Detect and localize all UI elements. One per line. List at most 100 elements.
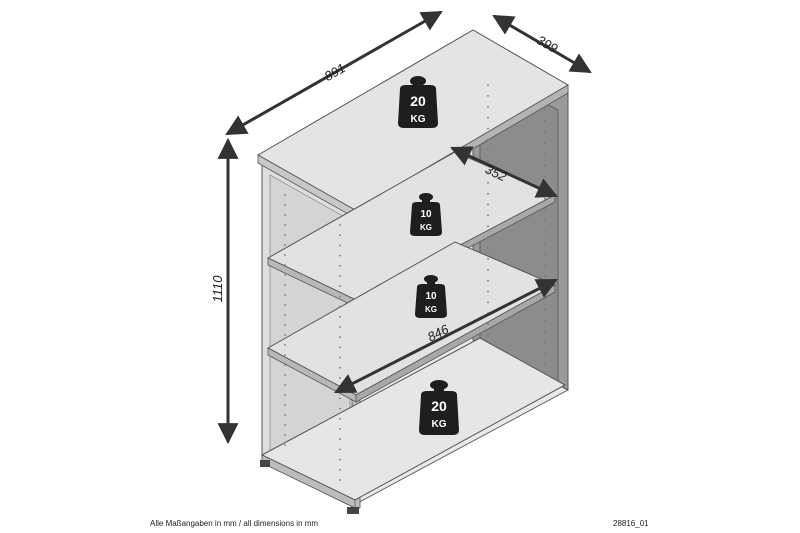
pin-hole — [284, 214, 286, 216]
foot-front — [347, 507, 359, 514]
pin-hole — [487, 334, 489, 336]
pin-hole — [339, 326, 341, 328]
pin-hole — [339, 397, 341, 400]
pin-hole — [284, 314, 286, 316]
pin-hole — [544, 219, 546, 222]
pin-hole — [339, 285, 341, 288]
pin-hole — [284, 364, 286, 366]
pin-hole — [339, 448, 341, 451]
pin-hole — [339, 275, 341, 277]
pin-hole — [339, 295, 341, 298]
pin-hole — [487, 149, 489, 152]
pin-hole — [487, 236, 489, 239]
footer-code: 28816_01 — [613, 519, 649, 528]
pin-hole — [284, 294, 286, 296]
pin-hole — [544, 142, 546, 145]
footer-note: Alle Maßangaben in mm / all dimensions i… — [150, 519, 319, 528]
weight-shelf-middle-unit: KG — [425, 305, 437, 314]
pin-hole — [284, 334, 286, 336]
pin-hole — [487, 84, 489, 86]
weight-top-unit: KG — [411, 114, 426, 125]
width-arrow — [225, 10, 443, 136]
pin-hole — [284, 224, 286, 226]
pin-hole — [339, 356, 341, 359]
weight-bottom-icon: 20 KG — [419, 380, 459, 435]
pin-hole — [544, 208, 546, 211]
width-label: 891 — [322, 60, 348, 84]
pin-hole — [284, 304, 286, 306]
pin-hole — [339, 315, 341, 318]
pin-hole — [487, 290, 489, 293]
pin-hole — [487, 105, 489, 108]
pin-hole — [544, 197, 546, 200]
pin-hole — [544, 297, 546, 300]
pin-hole — [339, 428, 341, 430]
pin-hole — [544, 319, 546, 322]
pin-hole — [339, 254, 341, 257]
pin-hole — [487, 323, 489, 326]
pin-hole — [284, 424, 286, 426]
weight-bottom-unit: KG — [432, 419, 447, 430]
pin-hole — [339, 438, 341, 441]
pin-hole — [487, 279, 489, 282]
shelf-depth-arrow — [450, 146, 558, 198]
pin-hole — [339, 407, 341, 410]
foot-left — [260, 460, 270, 467]
pin-hole — [339, 234, 341, 237]
pin-hole — [339, 305, 341, 308]
pin-hole — [284, 284, 286, 286]
pin-hole — [339, 346, 341, 349]
pin-hole — [284, 194, 286, 196]
pin-hole — [544, 164, 546, 167]
pin-hole — [284, 254, 286, 256]
pin-hole — [544, 153, 546, 156]
pin-hole — [544, 264, 546, 267]
pin-hole — [544, 120, 546, 122]
pin-hole — [544, 109, 546, 111]
pin-hole — [544, 330, 546, 333]
pin-hole — [339, 377, 341, 379]
weight-shelf-upper-icon: 10 KG — [410, 193, 442, 236]
pin-hole — [544, 364, 546, 366]
pin-hole — [284, 444, 286, 446]
pin-hole — [284, 234, 286, 236]
pin-hole — [284, 354, 286, 356]
weight-top-value: 20 — [410, 93, 426, 109]
pin-hole — [284, 274, 286, 276]
pin-hole — [339, 244, 341, 247]
pin-hole — [339, 336, 341, 339]
pin-hole — [284, 344, 286, 346]
pin-hole — [487, 268, 489, 271]
pin-hole — [544, 175, 546, 178]
pin-hole — [284, 404, 286, 406]
pin-hole — [487, 116, 489, 119]
weight-shelf-upper-unit: KG — [420, 223, 432, 232]
pin-hole — [339, 468, 341, 471]
pin-hole — [284, 244, 286, 246]
pin-hole — [284, 324, 286, 326]
pin-hole — [487, 192, 489, 195]
pin-hole — [284, 264, 286, 266]
pin-hole — [339, 264, 341, 267]
weight-bottom-value: 20 — [431, 398, 447, 414]
pin-hole — [487, 181, 489, 184]
pin-hole — [339, 479, 341, 481]
pin-hole — [544, 242, 546, 244]
pin-hole — [544, 275, 546, 278]
height-label: 1110 — [210, 275, 225, 303]
pin-hole — [544, 308, 546, 311]
pin-hole — [487, 225, 489, 228]
pin-hole — [544, 186, 546, 189]
pin-hole — [284, 414, 286, 416]
pin-hole — [339, 417, 341, 420]
pin-hole — [339, 224, 341, 226]
pin-hole — [544, 253, 546, 256]
pin-hole — [284, 394, 286, 396]
pin-hole — [284, 434, 286, 436]
pin-hole — [544, 341, 546, 344]
pin-hole — [487, 247, 489, 249]
pin-hole — [487, 127, 489, 130]
pin-hole — [544, 131, 546, 134]
weight-shelf-upper-value: 10 — [420, 209, 432, 220]
